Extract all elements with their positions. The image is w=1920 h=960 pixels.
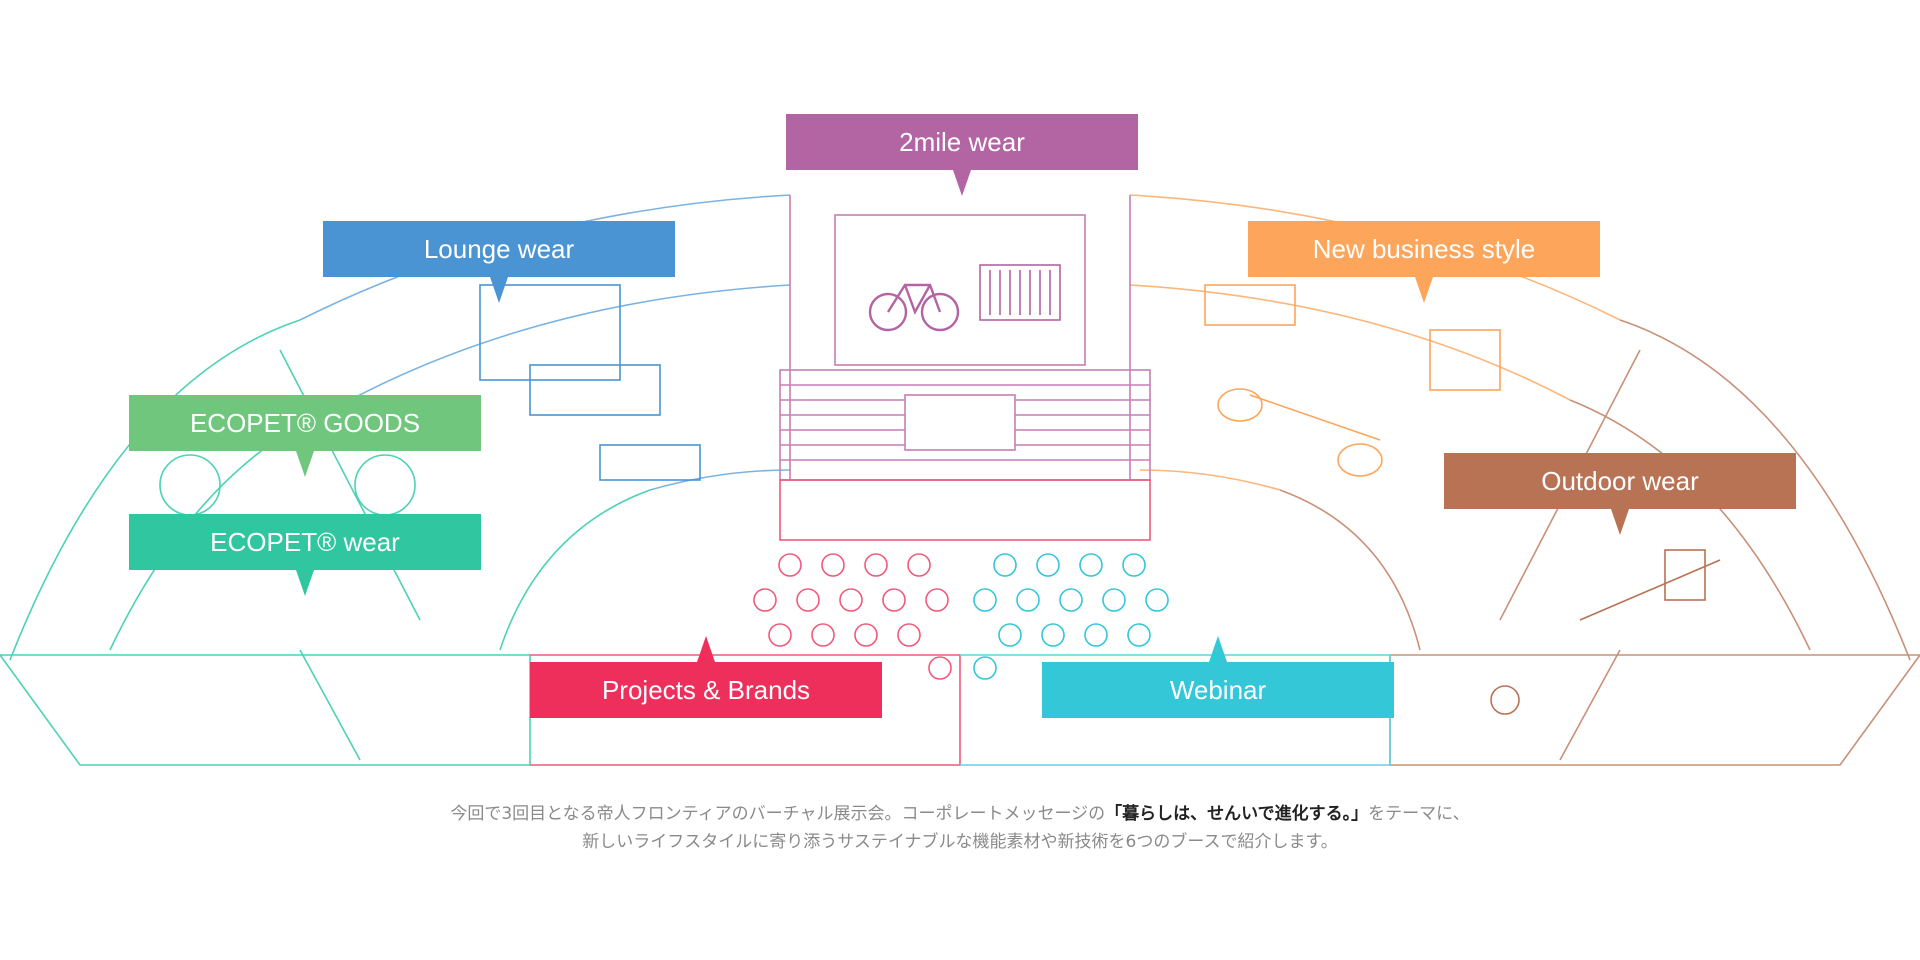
seating-right xyxy=(973,553,1169,680)
booth-label-2mile-wear[interactable]: 2mile wear xyxy=(786,114,1138,196)
description-line-1-before: 今回で3回目となる帝人フロンティアのバーチャル展示会。コーポレートメッセージの xyxy=(450,804,1106,824)
clothes-rack-icon xyxy=(979,264,1061,321)
booth-label-lounge-wear-text: Lounge wear xyxy=(423,234,575,264)
stage-screen xyxy=(904,394,1016,451)
booth-label-ecopet-wear[interactable]: ECOPET® wear xyxy=(129,514,481,596)
description-line-1: 今回で3回目となる帝人フロンティアのバーチャル展示会。コーポレートメッセージの「… xyxy=(0,800,1920,828)
floor-inner-arc-blue xyxy=(349,284,791,401)
booth-label-projects-brands[interactable]: Projects & Brands xyxy=(530,636,882,718)
sofa-icon xyxy=(479,284,701,481)
floor-front-arc-green xyxy=(499,489,651,651)
booth-label-2mile-wear-text: 2mile wear xyxy=(899,127,1025,157)
booth-pointer xyxy=(1209,636,1227,662)
booth-label-webinar[interactable]: Webinar xyxy=(1042,636,1394,718)
corporate-message: 「暮らしは、せんいで進化する。」 xyxy=(1105,804,1369,824)
booth-pointer xyxy=(296,570,314,596)
floor-front-arc-orange xyxy=(1139,469,1281,491)
bicycle-icon xyxy=(868,283,960,332)
floor-front-arc-blue xyxy=(649,469,791,491)
booth-pointer xyxy=(1415,277,1433,303)
description-line-1-after: をテーマに、 xyxy=(1368,804,1470,824)
booth-pointer xyxy=(953,170,971,196)
booth-label-outdoor-wear[interactable]: Outdoor wear xyxy=(1444,453,1796,535)
description-line-2: 新しいライフスタイルに寄り添うサステイナブルな機能素材や新技術を6つのブースで紹… xyxy=(582,832,1338,852)
plant-icon xyxy=(159,454,416,516)
booth-label-projects-brands-text: Projects & Brands xyxy=(601,675,811,705)
floor-inner-arc-brown xyxy=(1569,399,1811,651)
booth-label-ecopet-wear-text: ECOPET® wear xyxy=(210,527,400,557)
stage-front xyxy=(779,479,1151,541)
booth-pointer xyxy=(1611,509,1629,535)
divider-blue-orange xyxy=(789,195,1131,480)
seating-left xyxy=(753,553,952,680)
booth-label-webinar-text: Webinar xyxy=(1169,675,1267,705)
outdoor-rack-icon xyxy=(1490,549,1721,715)
floor-outer-arc-green xyxy=(9,319,301,661)
booth-label-ecopet-goods-text: ECOPET® GOODS xyxy=(189,408,421,438)
stage-frame xyxy=(834,214,1086,366)
floor-base-center-red xyxy=(530,654,961,766)
booth-label-new-business-style-text: New business style xyxy=(1312,234,1536,264)
booth-label-new-business-style[interactable]: New business style xyxy=(1248,221,1600,303)
booth-pointer xyxy=(697,636,715,662)
floor-inner-arc-orange xyxy=(1129,284,1571,401)
floor-outer-arc-brown xyxy=(1619,319,1911,661)
desk-icon xyxy=(1204,284,1501,477)
booth-label-ecopet-goods[interactable]: ECOPET® GOODS xyxy=(129,395,481,477)
booth-label-lounge-wear[interactable]: Lounge wear xyxy=(323,221,675,303)
floor-base-right xyxy=(1389,654,1920,766)
floor-front-arc-brown xyxy=(1279,489,1421,651)
exhibition-description: 今回で3回目となる帝人フロンティアのバーチャル展示会。コーポレートメッセージの「… xyxy=(0,800,1920,856)
floor-base-left xyxy=(0,654,531,766)
booth-pointer xyxy=(296,451,314,477)
booth-pointer xyxy=(490,277,508,303)
booth-label-outdoor-wear-text: Outdoor wear xyxy=(1541,466,1699,496)
divider-right xyxy=(1499,349,1641,761)
